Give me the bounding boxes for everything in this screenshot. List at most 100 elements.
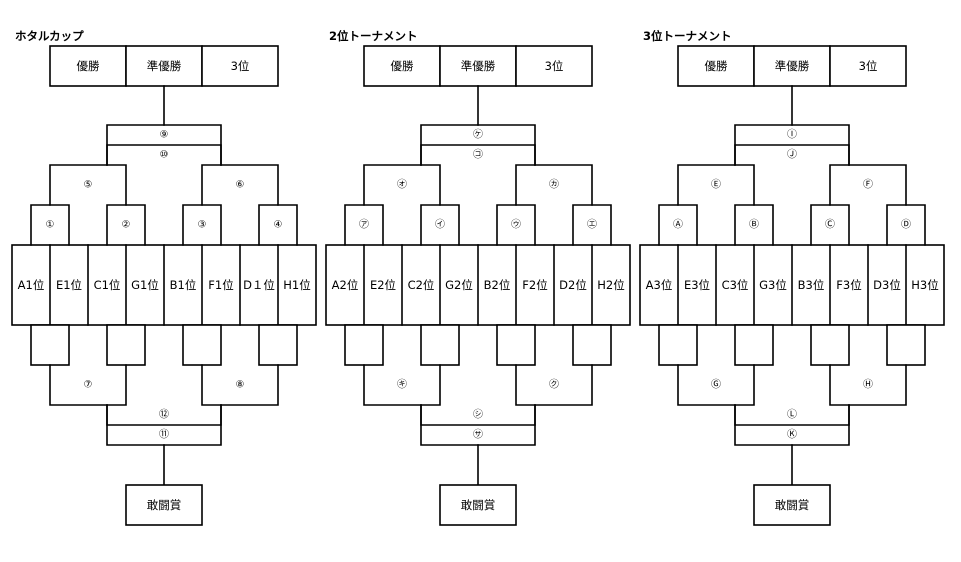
team-cell: H3位 [911, 278, 938, 292]
loser-slot [572, 324, 612, 366]
match-marker: ⑥ [236, 180, 245, 191]
third-place-box-label: 3位 [231, 59, 250, 73]
match-marker: ⑤ [84, 180, 93, 191]
runner-up-box-label: 準優勝 [775, 59, 810, 73]
bracket-title: 3位トーナメント [643, 29, 732, 43]
match-marker: Ⓕ [863, 179, 873, 191]
match-marker: ㋑ [435, 219, 445, 231]
match-marker: ㋐ [359, 219, 369, 231]
runner-up-box [753, 45, 831, 87]
match-marker: ⑩ [160, 150, 169, 161]
loser-slot [734, 324, 774, 366]
team-cell: D2位 [559, 278, 587, 292]
round2-connector [201, 164, 279, 206]
match-marker: Ⓐ [673, 219, 683, 231]
third-place-box-label: 3位 [545, 59, 564, 73]
team-cell: F2位 [522, 278, 547, 292]
match-marker: ㋗ [549, 379, 559, 391]
consolation-round1-connector [201, 364, 279, 406]
match-marker: ④ [274, 220, 283, 231]
team-cell: B1位 [170, 278, 197, 292]
team-cell: E3位 [684, 278, 710, 292]
winner-box-label: 優勝 [391, 59, 414, 73]
team-cell: E1位 [56, 278, 82, 292]
match-marker: ㋖ [397, 379, 407, 391]
fighting-spirit-award-label: 敢闘賞 [147, 498, 182, 512]
match-marker: ㋒ [511, 219, 521, 231]
consolation-round1-connector [515, 364, 593, 406]
third-place-box-label: 3位 [859, 59, 878, 73]
match-marker: Ⓗ [863, 379, 873, 391]
match-marker: ㋔ [397, 179, 407, 191]
round2-connector [829, 164, 907, 206]
consolation-round1-connector [829, 364, 907, 406]
loser-slot [344, 324, 384, 366]
team-cell: G3位 [759, 278, 787, 292]
match-marker: Ⓘ [787, 129, 797, 141]
third-place-connector [734, 144, 850, 166]
match-marker: ⑨ [160, 130, 169, 141]
team-cell: A3位 [646, 278, 673, 292]
team-cell: C3位 [722, 278, 749, 292]
fighting-spirit-award-box [125, 484, 203, 526]
third-place-box [515, 45, 593, 87]
match-marker: Ⓚ [787, 429, 797, 441]
loser-slot [496, 324, 536, 366]
loser-slot [30, 324, 70, 366]
third-place-box [201, 45, 279, 87]
round2-connector [49, 164, 127, 206]
third-place-connector [420, 144, 536, 166]
match-marker: ㋛ [473, 409, 483, 421]
third-place-box [829, 45, 907, 87]
match-marker: ⑫ [159, 409, 169, 421]
consolation-round1-connector [677, 364, 755, 406]
team-cell: A2位 [332, 278, 359, 292]
team-cell: F1位 [208, 278, 233, 292]
match-marker: Ⓔ [711, 179, 721, 191]
loser-slot [106, 324, 146, 366]
winner-box-label: 優勝 [705, 59, 728, 73]
winner-box [49, 45, 127, 87]
consolation-round1-connector [49, 364, 127, 406]
team-cell: C2位 [408, 278, 435, 292]
team-cell: G1位 [131, 278, 159, 292]
team-cell: D3位 [873, 278, 901, 292]
match-marker: ③ [198, 220, 207, 231]
match-marker: ⑪ [159, 429, 169, 441]
runner-up-box-label: 準優勝 [461, 59, 496, 73]
bracket-title: ホタルカップ [15, 29, 84, 43]
loser-slot [886, 324, 926, 366]
match-marker: Ⓖ [711, 379, 721, 391]
team-cell: A1位 [18, 278, 45, 292]
match-marker: ㋓ [587, 219, 597, 231]
loser-slot [420, 324, 460, 366]
round2-connector [363, 164, 441, 206]
loser-slot [810, 324, 850, 366]
team-cell: H1位 [283, 278, 310, 292]
team-cell: B3位 [798, 278, 825, 292]
bracket-title: 2位トーナメント [329, 29, 418, 43]
round2-connector [515, 164, 593, 206]
fighting-spirit-award-box [439, 484, 517, 526]
team-cell: H2位 [597, 278, 624, 292]
match-marker: Ⓛ [787, 409, 797, 421]
match-marker: ㋚ [473, 429, 483, 441]
round2-connector [677, 164, 755, 206]
fighting-spirit-award-label: 敢闘賞 [775, 498, 810, 512]
team-cell: G2位 [445, 278, 473, 292]
winner-box-label: 優勝 [77, 59, 100, 73]
team-cell: D１位 [243, 278, 275, 292]
match-marker: ② [122, 220, 131, 231]
team-cell: E2位 [370, 278, 396, 292]
loser-slot [258, 324, 298, 366]
runner-up-box-label: 準優勝 [147, 59, 182, 73]
match-marker: ① [46, 220, 55, 231]
match-marker: Ⓓ [901, 219, 911, 231]
team-cell: C1位 [94, 278, 121, 292]
loser-slot [182, 324, 222, 366]
match-marker: ㋙ [473, 149, 483, 161]
